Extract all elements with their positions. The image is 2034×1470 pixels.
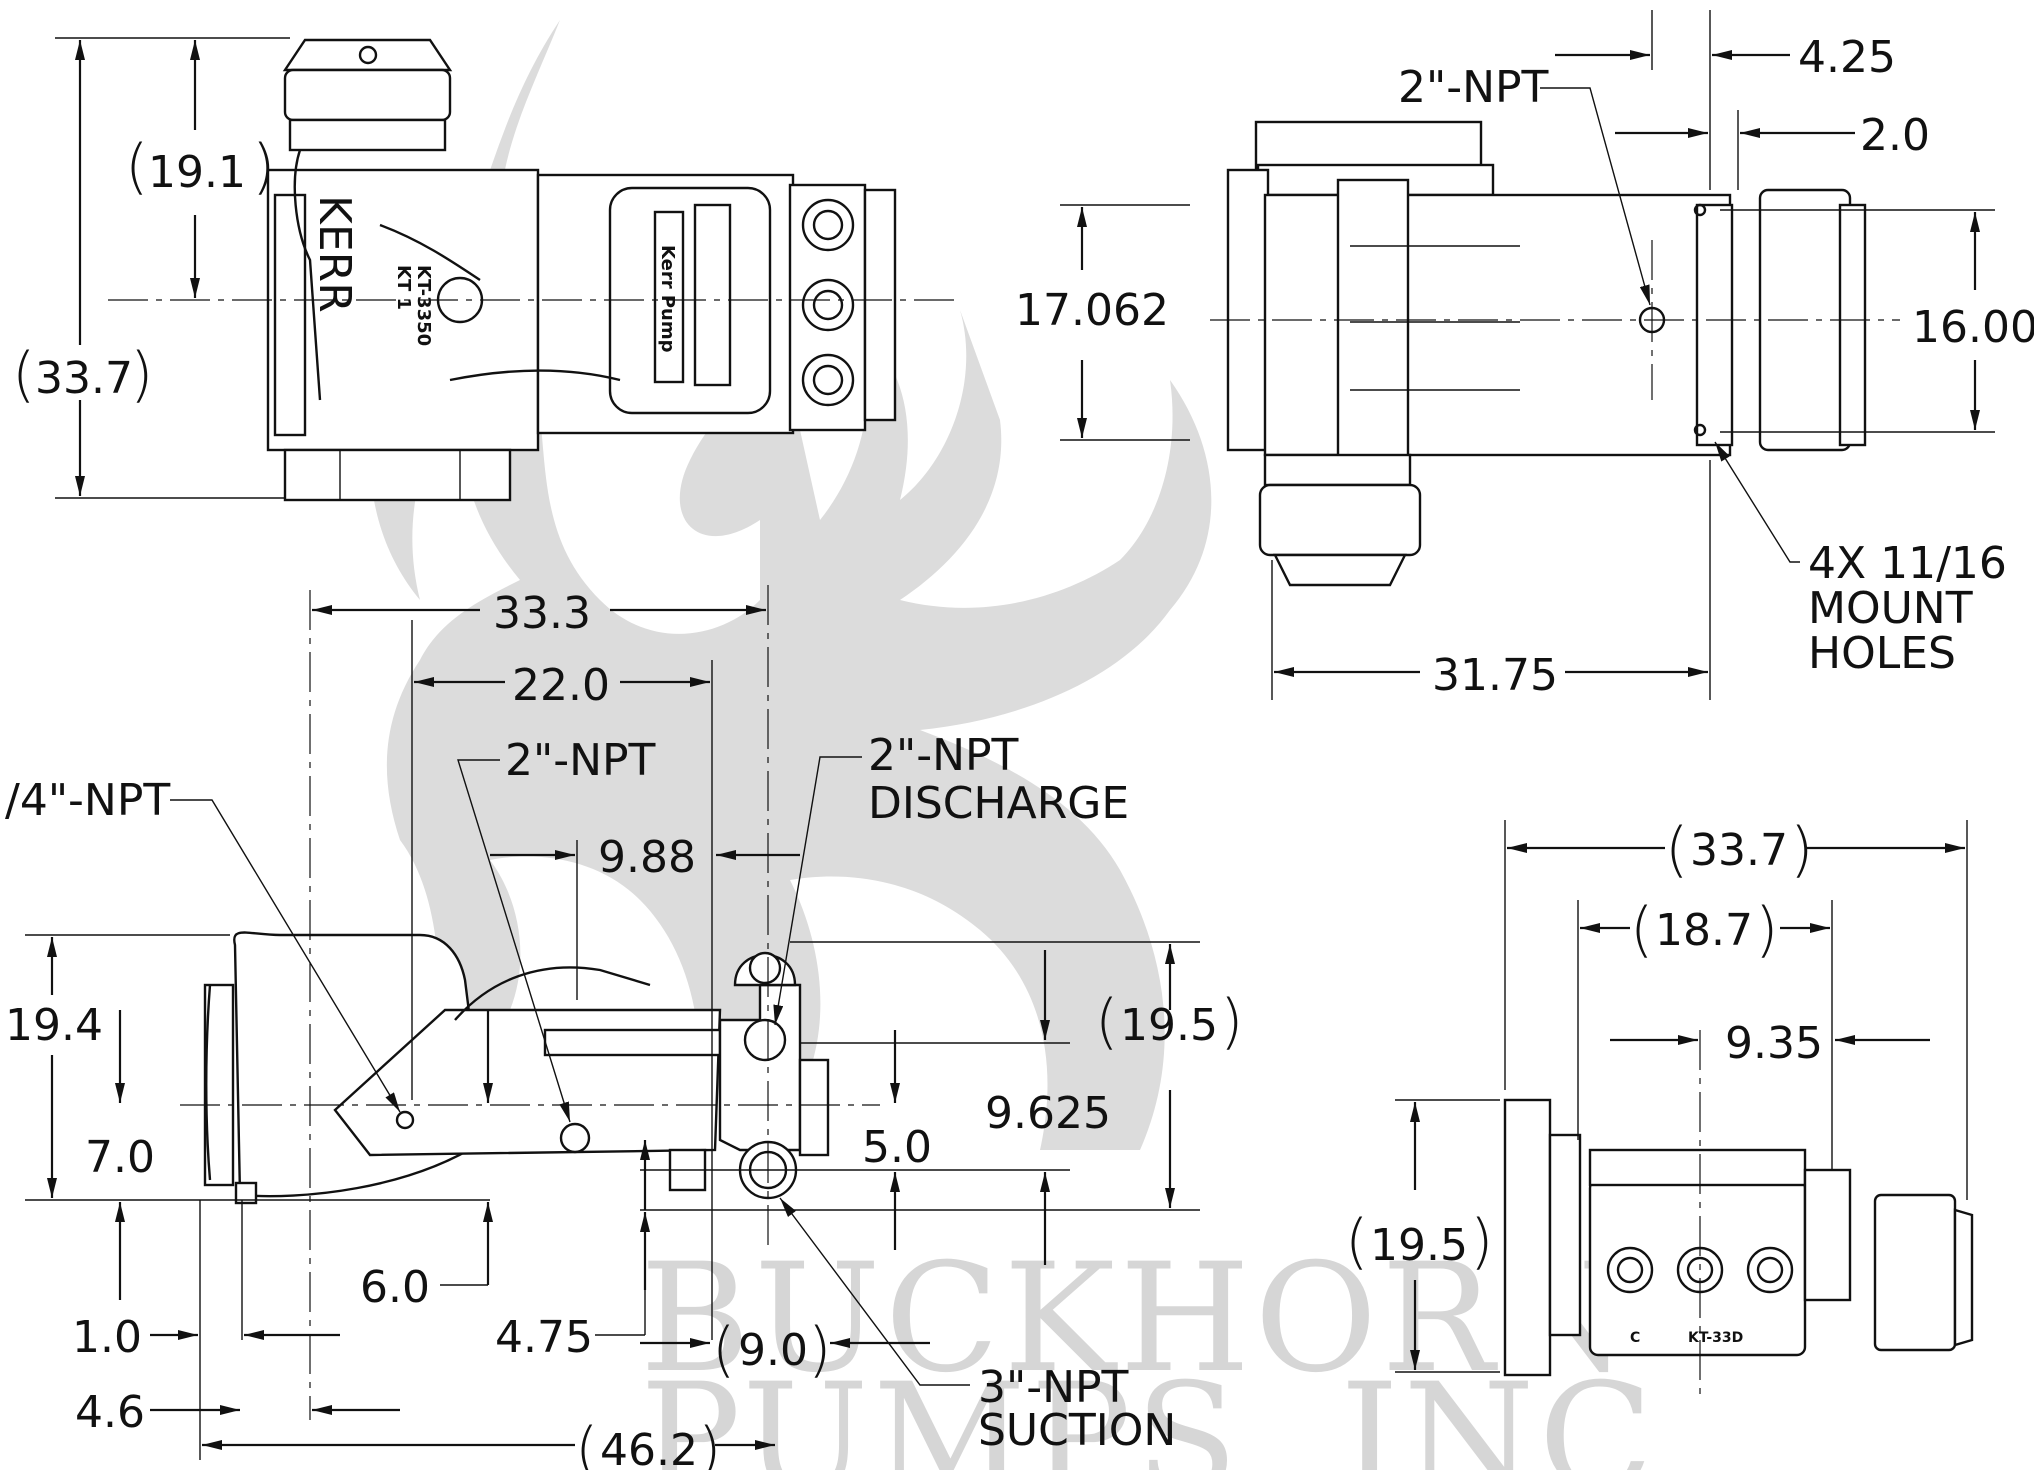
end-plate-text: KT-33D (1688, 1330, 1743, 1346)
view-top-left: Kerr Pump KERR KT 1 KT-3350 ( 33.7 ) ( 1… (12, 37, 960, 502)
svg-text:(: ( (1630, 895, 1653, 965)
manifold-bolts-plan (1838, 203, 1867, 447)
view-bottom-left: 33.3 22.0 9.88 /4"-NPT 2"-NPT 2"-NPT DIS… (5, 585, 1243, 1470)
watermark-line1: BUCKHORN (640, 1232, 1633, 1406)
svg-text:): ) (698, 1415, 721, 1470)
dim-1-0: 1.0 (72, 1312, 142, 1363)
dim-9-88: 9.88 (598, 832, 696, 883)
svg-text:): ) (130, 340, 153, 410)
dim-7-0: 7.0 (85, 1132, 155, 1183)
view-bottom-right: KT-33D C ( 33.7 ) ( 18.7 ) 9.35 ( 19.5 (1345, 815, 1974, 1400)
dim-4-75: 4.75 (495, 1312, 593, 1363)
dim-5-0: 5.0 (862, 1122, 932, 1173)
discharge-label-1: 2"-NPT (868, 730, 1019, 781)
end-c-text: C (1630, 1330, 1640, 1346)
svg-text:): ) (1220, 987, 1243, 1057)
svg-text:(: ( (125, 132, 148, 202)
dim-31-75: 31.75 (1432, 650, 1558, 701)
motor-bottom (1258, 483, 1422, 557)
dim-16-00: 16.00 (1912, 302, 2034, 353)
base-block (283, 448, 512, 502)
frame-top-plate (543, 1028, 722, 1057)
frame-end-left (1548, 1133, 1582, 1337)
dim-19-4: 19.4 (5, 1000, 103, 1051)
suction-label-2: SUCTION (978, 1405, 1176, 1456)
dim-18-7: 18.7 (1655, 905, 1753, 956)
quarter-npt-label: /4"-NPT (5, 775, 170, 826)
pump-end-top (1588, 1148, 1807, 1187)
kt-model-text: KT-3350 (413, 265, 434, 346)
npt-port-front (559, 1122, 591, 1154)
discharge-label-2: DISCHARGE (868, 778, 1129, 829)
dim-19-5-front: 19.5 (1120, 1000, 1218, 1051)
motor-bottom-flange (1263, 453, 1412, 487)
motor-cap (282, 38, 453, 72)
svg-text:(: ( (1345, 1207, 1368, 1277)
mount-note-3: HOLES (1808, 628, 1956, 679)
dim-9-0: 9.0 (738, 1325, 808, 1376)
svg-text:(: ( (1665, 815, 1688, 885)
kerr-pump-side-text: Kerr Pump (657, 245, 678, 353)
svg-text:(: ( (712, 1315, 735, 1385)
dim-33-7-a: 33.7 (35, 353, 133, 404)
watermark: BUCKHORN PUMPS, INC (370, 20, 1653, 1470)
svg-text:): ) (1755, 895, 1778, 965)
npt-label-top: 2"-NPT (1398, 62, 1549, 113)
svg-text:(: ( (1095, 987, 1118, 1057)
end-bracket (1803, 1168, 1852, 1302)
dim-17-062: 17.062 (1015, 285, 1169, 336)
dim-33-3: 33.3 (493, 588, 591, 639)
flange-front (798, 1058, 830, 1157)
kerr-tag (653, 210, 685, 384)
npt-label-front: 2"-NPT (505, 735, 656, 786)
dim-9-35: 9.35 (1725, 1018, 1823, 1069)
svg-text:): ) (1790, 815, 1813, 885)
dim-22-0: 22.0 (512, 660, 610, 711)
dim-4-25: 4.25 (1798, 32, 1896, 83)
motor-fan-housing (283, 68, 452, 122)
dim-4-6: 4.6 (75, 1387, 145, 1438)
dim-6-0: 6.0 (360, 1262, 430, 1313)
tag-plate (693, 203, 732, 387)
svg-text:(: ( (575, 1415, 598, 1470)
kerr-brand-text: KERR (309, 195, 360, 313)
quarter-npt-port (395, 1110, 415, 1130)
svg-text:): ) (1470, 1207, 1493, 1277)
dim-19-5-end: 19.5 (1370, 1220, 1468, 1271)
dim-19-1: 19.1 (148, 147, 246, 198)
mount-note-2: MOUNT (1808, 583, 1973, 634)
dim-33-7-b: 33.7 (1690, 825, 1788, 876)
motor-bottom-cap (1273, 553, 1407, 587)
motor-flange (288, 118, 447, 152)
end-motor (1873, 1193, 1957, 1352)
dim-46-2: 46.2 (600, 1425, 698, 1470)
view-top-right: 4.25 2.0 2"-NPT 17.062 16.00 31.75 4X 11… (1015, 10, 2034, 701)
dim-2-0: 2.0 (1860, 110, 1930, 161)
dim-9-625: 9.625 (985, 1088, 1111, 1139)
plunger-plate (1695, 203, 1734, 447)
svg-text:): ) (808, 1315, 831, 1385)
manifold-bolts (863, 188, 897, 422)
motor-end-plate (1503, 1098, 1552, 1377)
svg-text:): ) (252, 132, 275, 202)
suction-label-1: 3"-NPT (978, 1362, 1129, 1413)
mount-note-1: 4X 11/16 (1808, 538, 2007, 589)
kt-prefix-text: KT 1 (393, 265, 414, 310)
paren: ( (12, 340, 35, 410)
discharge-port (743, 1018, 787, 1062)
flywheel-plan (1226, 168, 1270, 452)
